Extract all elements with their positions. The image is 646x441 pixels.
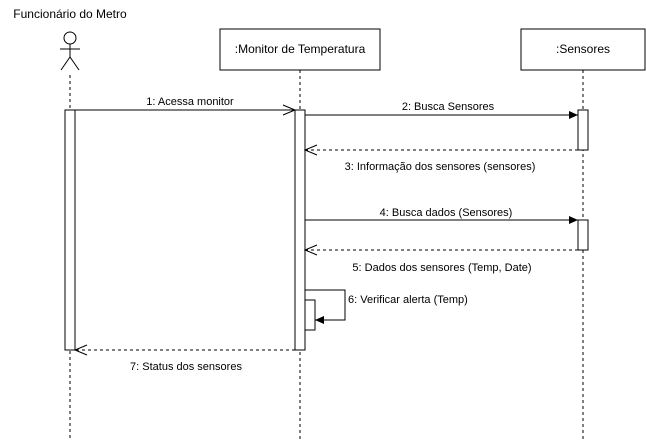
activation-monitor-self bbox=[304, 299, 316, 331]
actor: Funcionário do Metro bbox=[13, 7, 127, 71]
message-5-label: 5: Dados dos sensores (Temp, Date) bbox=[352, 262, 531, 274]
participant-sensores: :Sensores bbox=[520, 28, 646, 71]
actor-label: Funcionário do Metro bbox=[13, 7, 127, 21]
activation-actor bbox=[64, 109, 76, 351]
stick-figure-icon bbox=[60, 31, 80, 71]
activation-sensores-1 bbox=[577, 109, 589, 151]
message-1-label: 1: Acessa monitor bbox=[146, 96, 234, 108]
activation-sensores-2 bbox=[577, 219, 589, 251]
message-7-label: 7: Status dos sensores bbox=[130, 361, 242, 373]
message-6-arrow bbox=[305, 289, 346, 324]
message-3-label: 3: Informação dos sensores (sensores) bbox=[345, 161, 536, 173]
activation-monitor bbox=[294, 109, 306, 351]
participant-monitor-label: :Monitor de Temperatura bbox=[235, 42, 366, 56]
participant-monitor: :Monitor de Temperatura bbox=[219, 28, 381, 71]
message-4-label: 4: Busca dados (Sensores) bbox=[380, 207, 513, 219]
message-6-label: 6: Verificar alerta (Temp) bbox=[348, 294, 468, 306]
message-2-label: 2: Busca Sensores bbox=[402, 101, 495, 113]
participant-sensores-label: :Sensores bbox=[556, 42, 610, 56]
